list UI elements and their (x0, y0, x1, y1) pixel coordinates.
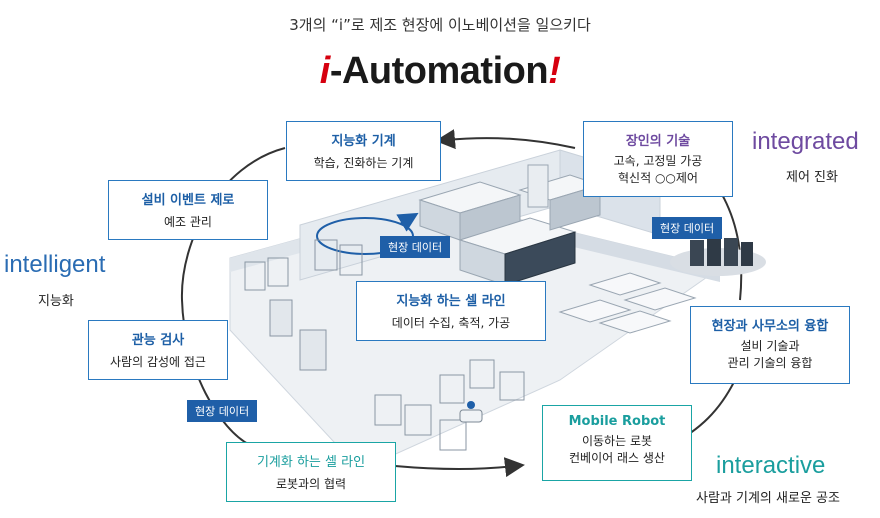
cycle-arrow-top (435, 129, 576, 150)
box-title: 기계화 하는 셀 라인 (256, 455, 366, 470)
machine-2 (458, 217, 577, 286)
machine-1 (418, 181, 522, 241)
box-sub-2: 관리 기술의 융합 (727, 356, 813, 370)
box-title: 지능화 기계 (331, 134, 396, 149)
box-sub: 데이터 수집, 축적, 가공 (391, 316, 511, 330)
logo-main: -Automation (329, 50, 549, 92)
interactive-label: interactive (716, 452, 826, 479)
box-sub: 예조 관리 (164, 215, 212, 229)
logo-bang: ! (548, 50, 561, 92)
box-smart-cell-line: 지능화 하는 셀 라인 데이터 수집, 축적, 가공 (356, 281, 546, 341)
server-cluster (670, 236, 766, 276)
cycle-arrow-bottom (394, 457, 525, 478)
box-sub-2: 컨베이어 래스 생산 (569, 451, 665, 465)
logo-i: i (319, 50, 331, 92)
box-title: 장인의 기술 (625, 134, 691, 149)
box-craftsman: 장인의 기술 고속, 고정밀 가공 혁신적 ○○제어 (583, 121, 733, 197)
interactive-ko: 사람과 기계의 새로운 공조 (696, 491, 840, 506)
box-machine-cell-line: 기계화 하는 셀 라인 로봇과의 협력 (226, 442, 396, 502)
mobile-robot (459, 401, 483, 423)
box-sensory: 관능 검사 사람의 감성에 접근 (88, 320, 228, 380)
field-data-tag-left: 현장 데이터 (187, 400, 258, 422)
intelligent-label: intelligent (4, 251, 106, 278)
intelligent-ko: 지능화 (38, 294, 74, 309)
integrated-label: integrated (752, 128, 859, 155)
office-desks (558, 272, 697, 334)
field-data-tag-center: 현장 데이터 (380, 236, 451, 258)
box-title: 관능 검사 (131, 333, 185, 348)
box-sub-1: 이동하는 로봇 (581, 434, 653, 448)
cell-racks-bottom (374, 359, 525, 451)
cell-racks-left (244, 239, 363, 371)
box-smart-machine: 지능화 기계 학습, 진화하는 기계 (286, 121, 441, 181)
box-sub: 로봇과의 협력 (275, 477, 347, 491)
field-data-tag-right: 현장 데이터 (652, 217, 723, 239)
box-sub-1: 설비 기술과 (740, 339, 800, 353)
box-event-zero: 설비 이벤트 제로 예조 관리 (108, 180, 268, 240)
box-title: 지능화 하는 셀 라인 (396, 294, 506, 309)
control-cabinet (527, 164, 549, 208)
box-sub-2: 혁신적 ○○제어 (618, 171, 698, 185)
box-sub: 학습, 진화하는 기계 (313, 156, 414, 170)
box-sub-1: 고속, 고정밀 가공 (613, 154, 703, 168)
box-title: Mobile Robot (568, 414, 666, 429)
box-title: 설비 이벤트 제로 (141, 193, 235, 208)
i-automation-logo: i-Automation! (0, 50, 880, 93)
box-office-fusion: 현장과 사무소의 융합 설비 기술과 관리 기술의 융합 (690, 306, 850, 384)
integrated-ko: 제어 진화 (786, 170, 838, 185)
box-mobile-robot: Mobile Robot 이동하는 로봇 컨베이어 래스 생산 (542, 405, 692, 481)
box-sub: 사람의 감성에 접근 (110, 355, 206, 369)
box-title: 현장과 사무소의 융합 (711, 319, 829, 334)
headline: 3개의 “i”로 제조 현장에 이노베이션을 일으키다 (289, 16, 591, 34)
